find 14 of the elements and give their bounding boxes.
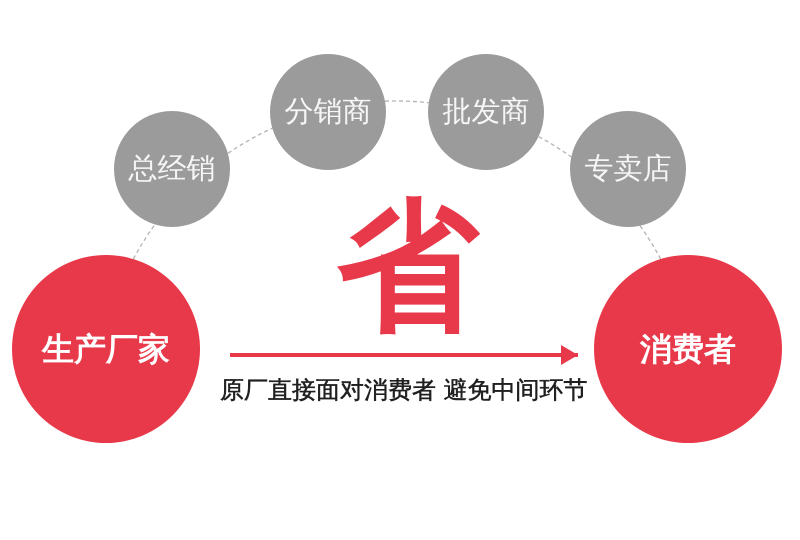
connector-line xyxy=(228,128,273,154)
edge-label: 原厂直接面对消费者 避免中间环节 xyxy=(218,377,590,403)
connector-line xyxy=(132,224,156,260)
node-label: 消费者 xyxy=(640,330,736,368)
node-label: 生产厂家 xyxy=(42,330,170,368)
connector-line xyxy=(384,100,429,104)
large-character: 省 xyxy=(337,196,479,338)
arrow xyxy=(230,345,578,365)
connector-line xyxy=(640,226,662,260)
node-label: 分销商 xyxy=(284,95,372,129)
connector-line xyxy=(538,136,572,158)
node-label: 专卖店 xyxy=(584,152,672,186)
node-label: 批发商 xyxy=(442,95,530,129)
node-label: 总经销 xyxy=(128,152,216,186)
